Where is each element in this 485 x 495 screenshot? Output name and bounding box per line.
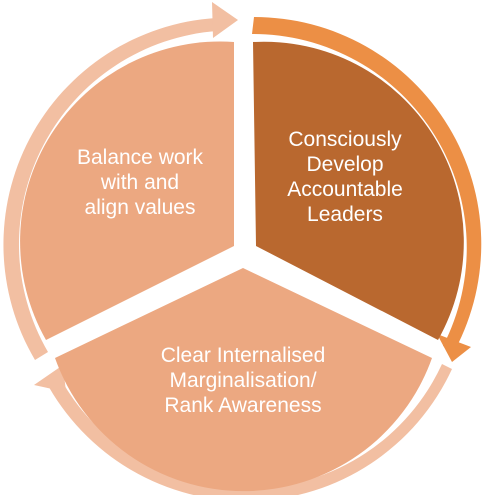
clear-arrow-head (34, 365, 66, 392)
clear-label-line: Clear Internalised (160, 344, 326, 367)
leaders-arrow-head (437, 334, 471, 362)
leaders-label: Consciously Develop Accountable Leaders (245, 127, 445, 227)
leaders-cycle-arrow (252, 16, 482, 350)
balance-segment (20, 41, 235, 340)
leaders-label-line: Develop (306, 153, 384, 176)
leaders-label-line: Leaders (307, 203, 383, 226)
leaders-segment (253, 41, 464, 340)
balance-label-line: Balance work (76, 146, 204, 169)
balance-label-line: align values (84, 196, 196, 219)
balance-arrow-head (212, 2, 238, 38)
clear-label-line: Rank Awareness (164, 394, 322, 417)
balance-label-line: with and (100, 171, 180, 194)
leaders-label-line: Accountable (287, 178, 403, 201)
leaders-label-line: Consciously (288, 128, 402, 151)
clear-segment (55, 268, 432, 492)
clear-label: Clear Internalised Marginalisation/ Rank… (123, 343, 363, 418)
balance-label: Balance work with and align values (40, 145, 240, 220)
clear-label-line: Marginalisation/ (169, 369, 317, 392)
balance-cycle-arrow (3, 18, 217, 360)
